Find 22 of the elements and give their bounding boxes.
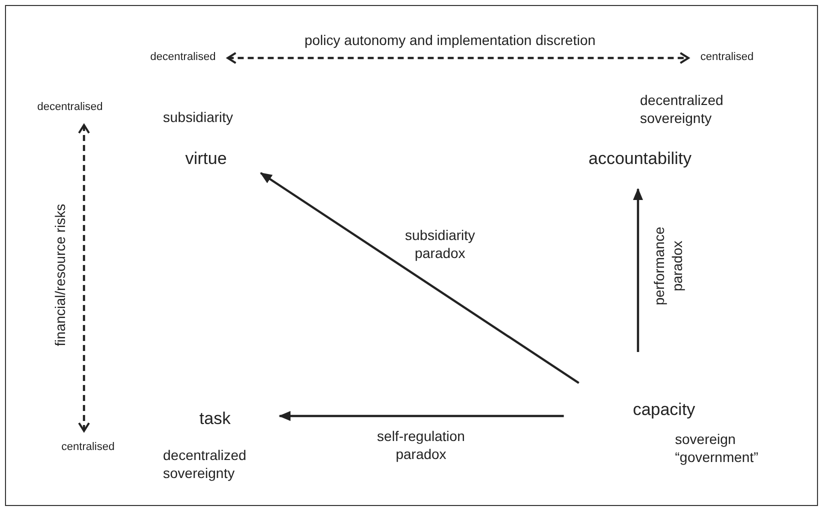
edge-label: subsidiarity paradox: [404, 226, 476, 262]
scale-end-label: centralised: [61, 441, 115, 453]
annotation-text: decentralized sovereignty: [163, 446, 248, 482]
edge-label: performance paradox: [650, 226, 686, 308]
concept-label: capacity: [632, 400, 696, 420]
scale-end-label: centralised: [700, 51, 754, 63]
annotation-text: decentralized sovereignty: [640, 91, 724, 128]
arrow: [260, 172, 580, 384]
edge-label: policy autonomy and implementation discretion: [303, 30, 597, 50]
concept-label: accountability: [588, 149, 692, 169]
concept-label: task: [199, 409, 231, 429]
arrow: [633, 188, 643, 352]
edge-label: financial/resource risks: [50, 202, 69, 348]
concept-label: virtue: [185, 149, 227, 169]
edge-label: self-regulation paradox: [376, 426, 466, 464]
dashed-double-arrow: [78, 124, 90, 432]
arrow: [278, 411, 564, 421]
annotation-text: subsidiarity: [163, 108, 234, 126]
dashed-double-arrow: [226, 52, 690, 64]
scale-end-label: decentralised: [150, 51, 216, 63]
annotation-text: sovereign “government”: [675, 430, 760, 466]
scale-end-label: decentralised: [37, 101, 103, 113]
